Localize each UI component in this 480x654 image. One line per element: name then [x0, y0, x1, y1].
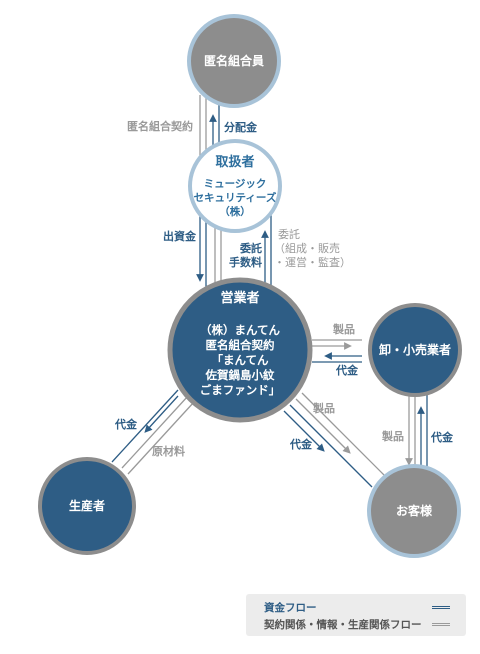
legend-contract-flow-swatch [432, 623, 450, 626]
node-wholesaler: 卸・小売業者 [368, 303, 462, 397]
node-handler: 取扱者 ミュージック セキュリティーズ （株） [188, 139, 282, 233]
cw-price-label: 代金 [430, 430, 454, 444]
legend: 資金フロー 契約関係・情報・生産関係フロー [246, 594, 466, 636]
node-operator: 営業者 （株）まんてん 匿名組合契約 「まんてん 佐賀鍋島小紋 ごまファンド」 [167, 277, 313, 423]
cw-product-label: 製品 [381, 429, 404, 443]
handler-title: 取扱者 [215, 154, 254, 170]
distribution-label: 分配金 [224, 120, 258, 134]
wholesaler-label: 卸・小売業者 [379, 342, 451, 357]
wholesaler-circle [368, 303, 462, 397]
operator-line3: 「まんてん [212, 353, 269, 367]
operator-line5: ごまファンド」 [200, 383, 281, 397]
material-line-a [121, 395, 189, 469]
node-customer: お客様 [367, 464, 461, 558]
customer-product-label: 製品 [312, 401, 335, 415]
operator-title: 営業者 [220, 290, 259, 306]
handler-line1: ミュージック [204, 178, 267, 190]
operator-circle [167, 277, 313, 423]
investor-circle [187, 14, 281, 108]
entrust-label-2: （組成・販売 [274, 242, 340, 255]
legend-contract-flow-label: 契約関係・情報・生産関係フロー [264, 619, 422, 631]
investment-label: 出資金 [163, 229, 197, 243]
material-label: 原材料 [152, 444, 185, 458]
handler-circle [188, 139, 282, 233]
edge-labels: 匿名組合契約 分配金 出資金 委託 手数料 委託 （組成・販売 ・運営・監査） … [114, 119, 454, 458]
handler-line2: セキュリティーズ [194, 191, 277, 204]
wholesale-product-label: 製品 [332, 322, 355, 336]
contract-label: 匿名組合契約 [127, 119, 193, 133]
material-line-b [127, 401, 195, 475]
commission-label-1: 委託 [239, 241, 262, 255]
entrust-label-3: ・運営・監査） [274, 255, 351, 269]
producer-price-line-b [144, 395, 179, 433]
customer-circle [367, 464, 461, 558]
customer-price-label: 代金 [289, 437, 313, 451]
customer-price-line-b [283, 410, 325, 452]
node-producer: 生産者 [38, 457, 136, 555]
entrust-label-1: 委託 [278, 227, 300, 241]
legend-fund-flow-swatch [432, 606, 450, 609]
customer-product-line-a [295, 398, 351, 454]
commission-label-2: 手数料 [229, 255, 262, 269]
investor-label: 匿名組合員 [204, 53, 264, 68]
handler-line3: （株） [219, 205, 251, 218]
customer-label: お客様 [396, 503, 433, 518]
operator-line4: 佐賀鍋島小紋 [205, 368, 275, 382]
node-investor: 匿名組合員 [187, 14, 281, 108]
operator-line1: （株）まんてん [200, 323, 280, 337]
connectors [111, 95, 428, 488]
customer-price-line-a [289, 404, 373, 488]
operator-line2: 匿名組合契約 [206, 338, 275, 352]
legend-fund-flow-label: 資金フロー [264, 602, 317, 614]
producer-circle [38, 457, 136, 555]
customer-product-line-b [301, 392, 385, 476]
producer-price-label: 代金 [114, 417, 138, 431]
wholesale-price-label: 代金 [335, 363, 359, 377]
producer-label: 生産者 [69, 498, 105, 513]
